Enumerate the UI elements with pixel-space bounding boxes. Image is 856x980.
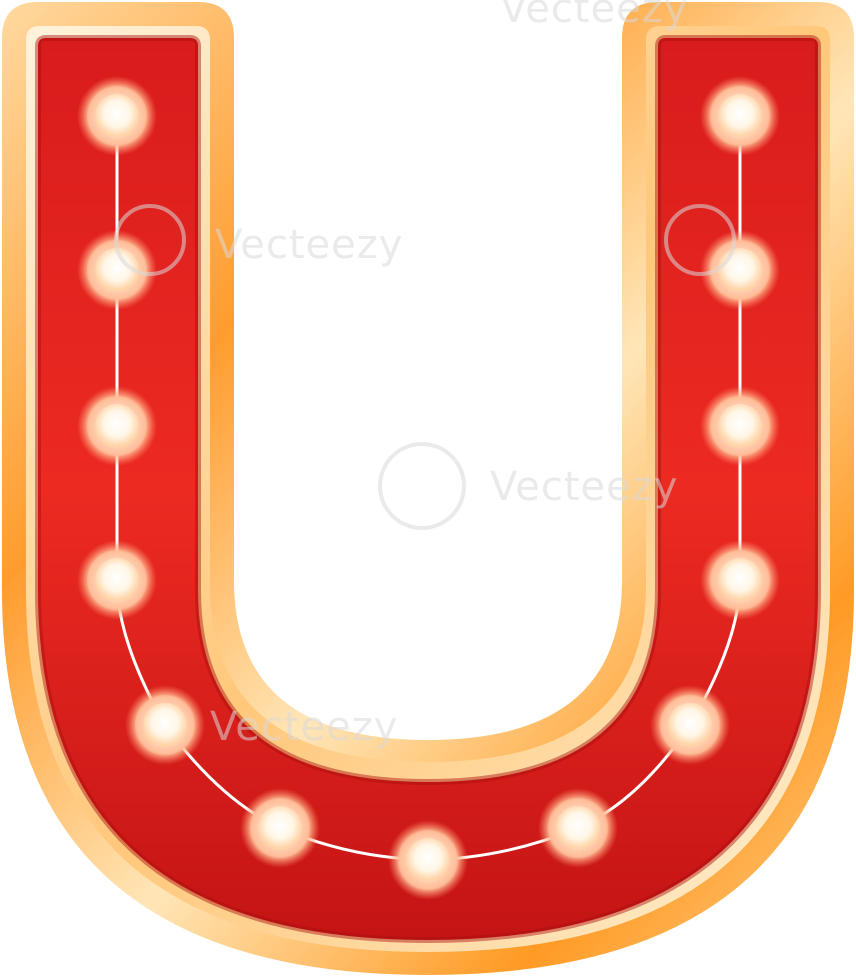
bulb — [258, 806, 302, 850]
bulb — [718, 248, 762, 292]
bulb — [668, 703, 712, 747]
watermark-text: Vecteezy — [215, 222, 403, 268]
bulb — [95, 94, 139, 138]
red-letter-face — [38, 38, 818, 940]
marquee-bulbs — [77, 76, 780, 900]
watermark-logo-icon — [114, 204, 186, 276]
bulb — [143, 703, 187, 747]
bulb — [95, 248, 139, 292]
bulb — [718, 404, 762, 448]
watermark-logo-icon — [378, 442, 466, 530]
red-face-shading — [35, 35, 821, 944]
watermark-layer: Vecteezy Vecteezy Vecteezy Vecteezy — [114, 0, 736, 750]
watermark-text: Vecteezy — [500, 0, 688, 32]
watermark-text: Vecteezy — [210, 704, 398, 750]
bulb — [718, 558, 762, 602]
bulb — [556, 806, 600, 850]
bulb — [718, 94, 762, 138]
bulb — [95, 558, 139, 602]
bulb — [406, 838, 450, 882]
bulb — [95, 404, 139, 448]
watermark-logo-icon — [664, 204, 736, 276]
watermark-text: Vecteezy — [490, 464, 678, 510]
